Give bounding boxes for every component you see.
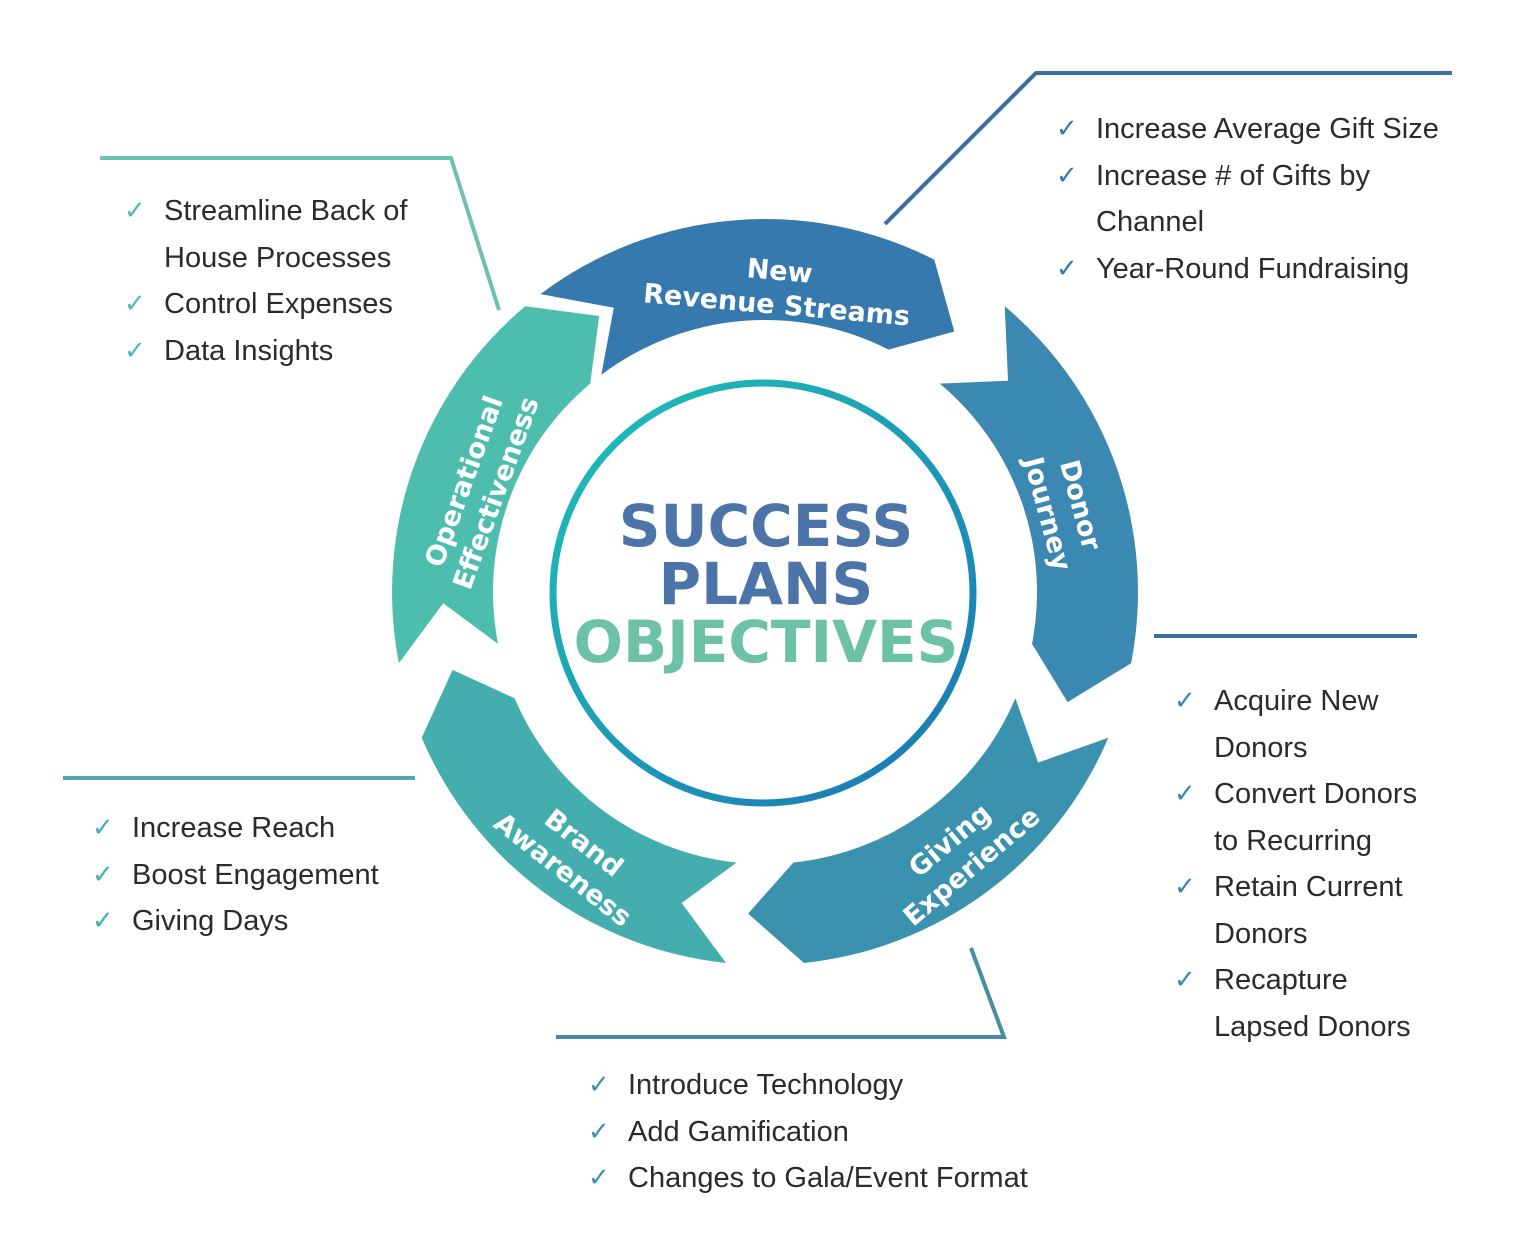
check-icon: ✓: [588, 1070, 610, 1100]
check-icon: ✓: [1056, 114, 1078, 144]
check-icon: ✓: [588, 1116, 610, 1147]
check-icon: ✓: [92, 906, 114, 936]
list-item-text: Giving Days: [132, 905, 289, 937]
segment-giving-experience: [748, 698, 1109, 963]
list-item: ✓ Introduce Technology: [588, 1062, 1028, 1109]
segment-operational-effectiveness: [392, 306, 600, 664]
center-title-plans: PLANS: [659, 550, 874, 618]
list-item-text: Add Gamification: [628, 1115, 849, 1148]
list-giving-objectives: ✓ Introduce Technology ✓ Add Gamification ✓ C…: [588, 1062, 1028, 1202]
center-ring: [549, 379, 977, 807]
list-item: Lapsed Donors: [1174, 1004, 1417, 1051]
check-icon: ✓: [588, 1163, 610, 1193]
center-title-success: SUCCESS: [619, 492, 914, 560]
list-item: ✓ Boost Engagement: [92, 852, 379, 899]
list-item-text: to Recurring: [1214, 824, 1372, 857]
segment-new-revenue-streams: [540, 219, 955, 375]
segment-label-revenue-line1: New: [745, 253, 813, 290]
check-icon: ✓: [1056, 253, 1078, 284]
list-item: ✓ Increase Average Gift Size: [1056, 106, 1439, 153]
list-item-text: Recapture: [1214, 964, 1348, 996]
center-title-objectives: OBJECTIVES: [574, 608, 959, 676]
list-item: House Processes: [124, 235, 407, 282]
check-icon: ✓: [1056, 160, 1078, 191]
list-item-text: Introduce Technology: [628, 1069, 904, 1101]
connector-line-giving: [556, 947, 1007, 1039]
list-item: to Recurring: [1174, 818, 1417, 865]
check-icon: ✓: [1174, 872, 1196, 902]
list-item: ✓ Increase # of Gifts by: [1056, 153, 1439, 200]
check-icon: ✓: [124, 289, 146, 319]
list-item: ✓ Recapture: [1174, 957, 1417, 1004]
list-item-text: Increase # of Gifts by: [1096, 159, 1371, 192]
list-item-text: Changes to Gala/Event Format: [628, 1162, 1028, 1194]
list-item-text: Data Insights: [164, 334, 334, 367]
list-item: ✓ Acquire New: [1174, 678, 1417, 725]
list-item: ✓ Control Expenses: [124, 281, 407, 328]
list-item: Donors: [1174, 725, 1417, 772]
list-item-text: Streamline Back of: [164, 195, 408, 227]
list-item: ✓ Retain Current: [1174, 864, 1417, 911]
list-item-text: Retain Current: [1214, 871, 1403, 903]
list-item-text: Acquire New: [1214, 685, 1379, 717]
check-icon: ✓: [1174, 686, 1196, 716]
list-brand-objectives: ✓ Increase Reach ✓ Boost Engagement ✓ Giving …: [92, 805, 379, 945]
list-item-text: Lapsed Donors: [1214, 1010, 1411, 1043]
segment-brand-awareness: [421, 669, 737, 963]
check-icon: ✓: [92, 859, 114, 890]
list-item-text: Increase Reach: [132, 812, 336, 844]
check-icon: ✓: [1174, 779, 1196, 809]
list-item-text: Channel: [1096, 206, 1205, 238]
list-item-text: Boost Engagement: [132, 858, 379, 891]
list-item-text: Increase Average Gift Size: [1096, 113, 1439, 145]
check-icon: ✓: [124, 335, 146, 366]
list-item: ✓ Increase Reach: [92, 805, 379, 852]
check-icon: ✓: [1174, 965, 1196, 995]
list-item: ✓ Giving Days: [92, 898, 379, 945]
list-item: ✓ Year-Round Fundraising: [1056, 246, 1439, 293]
list-revenue-objectives: ✓ Increase Average Gift Size ✓ Increase # o…: [1056, 106, 1439, 292]
list-item: ✓ Add Gamification: [588, 1109, 1028, 1156]
list-item-text: Year-Round Fundraising: [1096, 252, 1410, 285]
list-item-text: House Processes: [164, 241, 392, 274]
list-item: Channel: [1056, 199, 1439, 246]
list-item: ✓ Streamline Back of: [124, 188, 407, 235]
check-icon: ✓: [92, 813, 114, 843]
segment-donor-journey: [939, 306, 1138, 703]
list-item: ✓ Data Insights: [124, 328, 407, 375]
list-item-text: Donors: [1214, 917, 1308, 950]
list-item: ✓ Convert Donors: [1174, 771, 1417, 818]
connector-line-revenue: [883, 71, 1452, 226]
connector-line-operational: [100, 156, 501, 311]
list-item: ✓ Changes to Gala/Event Format: [588, 1155, 1028, 1202]
list-operational-objectives: ✓ Streamline Back of House Processes ✓ Contr…: [124, 188, 407, 374]
list-item: Donors: [1174, 911, 1417, 958]
check-icon: ✓: [124, 196, 146, 226]
list-item-text: Donors: [1214, 731, 1308, 764]
list-item-text: Convert Donors: [1214, 778, 1418, 810]
list-item-text: Control Expenses: [164, 288, 393, 320]
